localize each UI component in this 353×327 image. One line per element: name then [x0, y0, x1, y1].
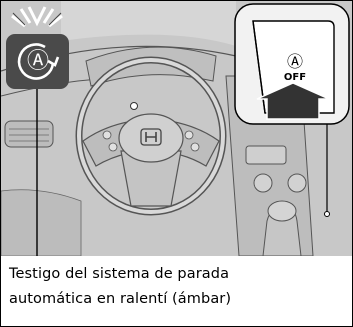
climate-knob [253, 173, 273, 193]
auto-idle-stop-off-button-inset: Ⓐ OFF [234, 3, 350, 125]
button-symbol: Ⓐ [287, 52, 303, 71]
indicator-caption: Testigo del sistema de parada automática… [9, 262, 344, 312]
callout-point-cluster [130, 102, 138, 110]
indicator-letter: Ⓐ [27, 49, 49, 74]
instrument-cluster [85, 46, 217, 87]
press-arrow-icon [256, 82, 330, 120]
left-air-vent [4, 120, 54, 148]
button-off-label: OFF [284, 72, 306, 83]
steering-wheel-icon [75, 56, 227, 216]
dashboard-illustration: Ⓐ Ⓐ OFF [1, 1, 352, 256]
honda-emblem-icon [140, 128, 162, 146]
caption-line-1: Testigo del sistema de parada [9, 266, 230, 282]
auto-idle-stop-indicator-icon [6, 6, 69, 89]
windshield-area [61, 1, 236, 46]
caption-line-2: automática en ralentí (ámbar) [9, 291, 232, 307]
